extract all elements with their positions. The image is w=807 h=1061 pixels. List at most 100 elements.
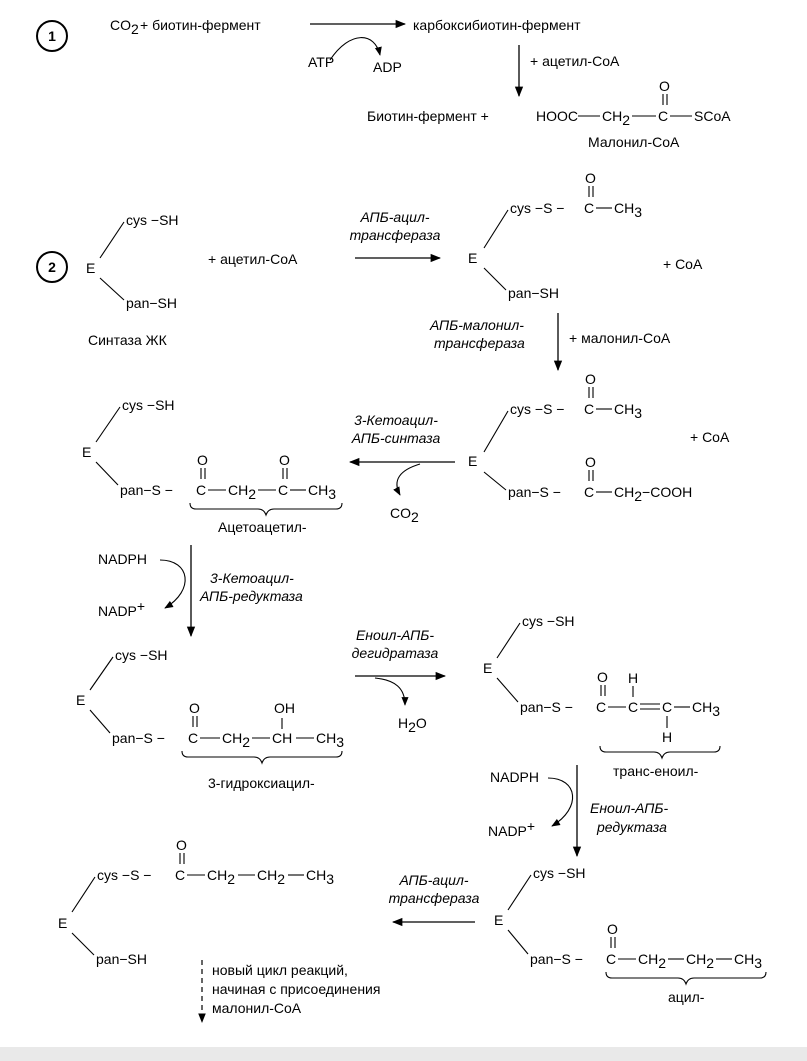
pan-s-label: pan−S −	[508, 484, 561, 500]
ch2-label: CH2	[602, 108, 630, 128]
carbonyl-c-label: C	[596, 699, 606, 715]
alkene-c1-label: C	[628, 699, 638, 715]
oh-label: OH	[274, 700, 295, 716]
acyl-transferase-line2: трансфераза	[350, 227, 441, 243]
carbonyl-c-label: C	[584, 200, 594, 216]
pan-sh-label: pan−SH	[508, 285, 559, 301]
co2-label: CO2	[110, 17, 139, 37]
bond	[483, 410, 509, 453]
enoyl-reductase-line1: Еноил-АПБ-	[590, 800, 668, 816]
carbonyl-o-label: O	[607, 921, 618, 937]
nadp-label: NADP+	[98, 598, 145, 619]
malonyl-transferase-line2: трансфераза	[434, 335, 525, 351]
carbonyl-o-label: O	[597, 669, 608, 685]
cys-s-label: cys −S −	[510, 200, 564, 216]
ch2-label: CH2	[257, 867, 285, 887]
new-cycle-line2: начиная с присоединения	[212, 981, 380, 997]
carbonyl-o-label: O	[176, 837, 187, 853]
carbonyl-o-label: O	[585, 170, 596, 186]
bond	[71, 932, 95, 956]
bond	[496, 622, 521, 659]
enzyme-e-label: E	[483, 660, 492, 676]
enzyme-e-label: E	[58, 915, 67, 931]
carbonyl-o-label: O	[197, 452, 208, 468]
acetoacetyl-label: Ацетоацетил-	[218, 519, 307, 535]
acyl-transferase-2-line1: АПБ-ацил-	[398, 872, 468, 888]
alkene-c2-label: C	[662, 699, 672, 715]
ch-label: CH	[272, 730, 292, 746]
step-2-badge	[36, 251, 68, 283]
carbonyl-c-label: C	[606, 951, 616, 967]
trans-enoyl-label: транс-еноил-	[613, 763, 699, 779]
synthase-label: Синтаза ЖК	[88, 332, 168, 348]
trans-enoyl-brace	[599, 745, 721, 760]
acyl-transferase-2-line2: трансфераза	[389, 890, 480, 906]
malonyl-coa-label: Малонил-CoA	[588, 134, 680, 150]
co2-release-curve	[393, 463, 421, 496]
bond	[496, 677, 519, 703]
ketone-o-label: O	[279, 452, 290, 468]
hydroxyacyl-label: 3-гидроксиацил-	[208, 775, 315, 791]
hooc-label: HOOC	[536, 108, 578, 124]
pan-s-label: pan−S −	[530, 951, 583, 967]
dehydratase-line1: Еноил-АПБ-	[356, 627, 434, 643]
ch2-label: CH2	[228, 482, 256, 502]
ch2-label: CH2	[222, 730, 250, 750]
ch3-label: CH3	[316, 730, 344, 750]
step-2: 2 cys −SH E pan−SH Синтаза ЖК + ацетил-C…	[36, 170, 703, 372]
alkene-h-top: H	[628, 670, 638, 686]
enzyme-e-label: E	[86, 260, 95, 276]
plus-malonyl-coa-label: + малонил-CoA	[569, 330, 671, 346]
scoa-label: SCoA	[694, 108, 731, 124]
pan-sh-label: pan−SH	[96, 951, 147, 967]
step-6: NADPH NADP+ Еноил-АПБ- редуктаза cys −SH…	[488, 765, 767, 1005]
carbonyl-c-label: C	[584, 484, 594, 500]
water-label: H2O	[398, 715, 427, 735]
ch3-label: CH3	[692, 699, 720, 719]
bond	[507, 874, 532, 911]
step-2-number: 2	[48, 259, 56, 275]
bond	[483, 267, 507, 291]
malonyl-transferase-line1: АПБ-малонил-	[429, 317, 524, 333]
carbonyl-c-label: C	[196, 482, 206, 498]
ch2-label: CH2−COOH	[614, 484, 692, 504]
ch3-label: CH3	[614, 401, 642, 421]
ketoacyl-reductase-line2: АПБ-редуктаза	[199, 588, 303, 604]
new-cycle-line1: новый цикл реакций,	[212, 962, 348, 978]
biotin-enzyme-product: Биотин-фермент +	[367, 108, 489, 124]
bond	[99, 221, 125, 259]
new-cycle-line3: малонил-CoA	[212, 1000, 302, 1016]
ch3-label: CH3	[306, 867, 334, 887]
ch3-label: CH3	[734, 951, 762, 971]
acyl-brace	[605, 971, 767, 986]
carbonyl-c-label: C	[188, 730, 198, 746]
plus-coa-label: + CoA	[663, 256, 703, 272]
plus-acetyl-coa-2: + ацетил-CoA	[208, 251, 298, 267]
bond	[95, 461, 119, 486]
carbonyl-c-label: C	[584, 401, 594, 417]
bond	[483, 471, 507, 491]
ketoacyl-reductase-line1: 3-Кетоацил-	[210, 570, 294, 586]
bond	[71, 876, 96, 913]
pan-s-label: pan−S −	[120, 482, 173, 498]
cys-sh-label: cys −SH	[115, 647, 168, 663]
plus-acetyl-coa-label: + ацетил-CoA	[530, 53, 620, 69]
cys-s-label: cys −S −	[97, 867, 151, 883]
bond	[89, 709, 111, 734]
step-1-number: 1	[48, 28, 56, 44]
ch2-label: CH2	[638, 951, 666, 971]
carbonyl-o-label: O	[585, 371, 596, 387]
plus-coa-label-2: + CoA	[690, 429, 730, 445]
cys-s-label: cys −S −	[510, 401, 564, 417]
bottom-scrollbar-strip	[0, 1047, 807, 1061]
acetoacetyl-brace	[189, 502, 343, 517]
cys-sh-label: cys −SH	[533, 865, 586, 881]
bond	[483, 209, 509, 249]
step-1-badge	[36, 20, 68, 52]
atp-label: ATP	[308, 54, 334, 70]
hydroxyacyl-brace	[181, 750, 343, 765]
co2-label: CO2	[390, 505, 419, 525]
bond	[95, 406, 121, 443]
ch2-label: CH2	[686, 951, 714, 971]
carbonyl-o-label: O	[659, 78, 670, 94]
